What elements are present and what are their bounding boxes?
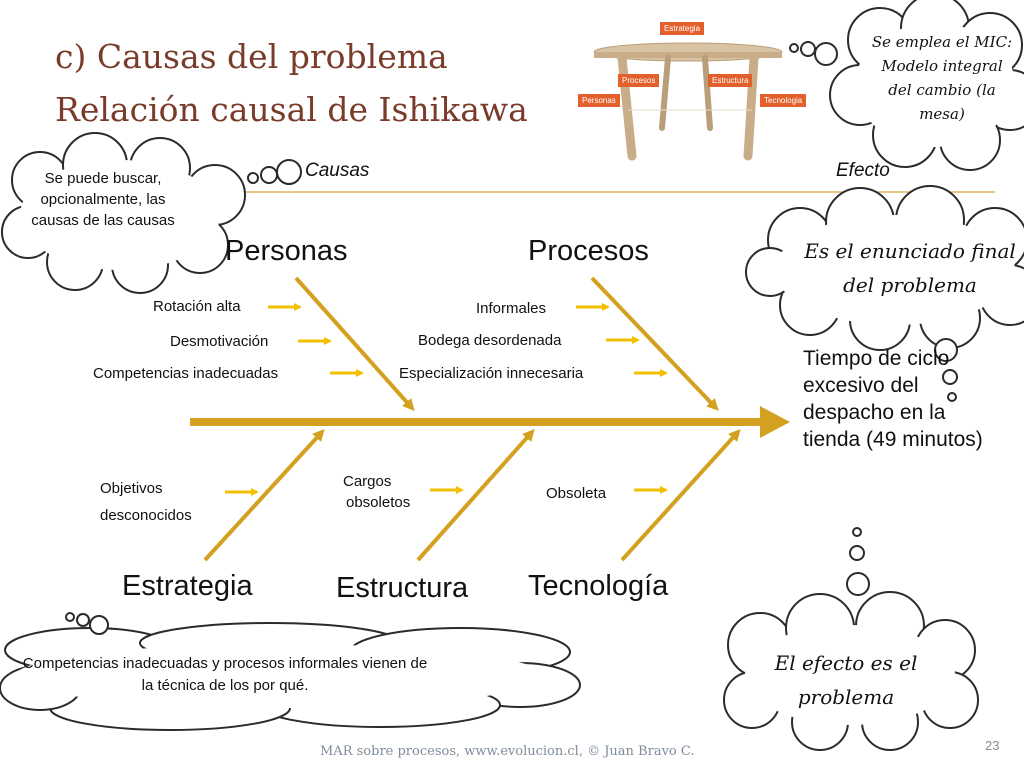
cloud-top-right-text: Se emplea el MIC: Modelo integral del ca… <box>871 33 1013 123</box>
cause-informales: Informales <box>476 300 547 317</box>
header-efecto: Efecto <box>836 160 890 181</box>
cloud-dot <box>934 338 958 362</box>
cloud-dot <box>846 572 870 596</box>
cloud-dot <box>947 392 957 402</box>
cause-desmotivacion: Desmotivación <box>170 333 269 350</box>
cloud-dot <box>800 41 816 57</box>
cloud-left <box>1 132 246 294</box>
table-illustration <box>593 42 783 161</box>
cloud-dot <box>260 166 278 184</box>
cause-especializacion: Especialización innecesaria <box>399 365 584 382</box>
cause-desconocidos: desconocidos <box>100 507 192 524</box>
effect-text: Tiempo de ciclo excesivo del despacho en… <box>803 347 983 451</box>
footer-text: MAR sobre procesos, www.evolucion.cl, © … <box>320 744 695 759</box>
category-tecnologia: Tecnología <box>528 570 669 602</box>
category-estrategia: Estrategia <box>122 570 253 602</box>
cause-bodega: Bodega desordenada <box>418 332 562 349</box>
cloud-right-mid <box>745 185 1024 351</box>
cloud-dot <box>247 172 259 184</box>
cloud-dot <box>789 43 799 53</box>
cause-cargos: Cargos <box>343 473 392 490</box>
tag-tecnologia: Tecnologia <box>760 94 807 107</box>
cause-rotacion-alta: Rotación alta <box>153 298 241 315</box>
category-personas: Personas <box>225 235 348 267</box>
header-causas: Causas <box>305 160 370 181</box>
spine-head <box>760 406 790 438</box>
cloud-top-right <box>829 0 1024 171</box>
cloud-dot <box>76 613 90 627</box>
cloud-left-text: Se puede buscar, opcionalmente, las caus… <box>31 170 175 229</box>
bone-tecnologia <box>620 429 741 562</box>
tag-personas: Personas <box>578 94 620 107</box>
cloud-dot <box>89 615 109 635</box>
cloud-dot <box>942 369 958 385</box>
cloud-dot <box>852 527 862 537</box>
cloud-bottom-left-text: Competencias inadecuadas y procesos info… <box>22 655 428 694</box>
bone-estrategia <box>203 429 325 562</box>
bone-estructura <box>416 429 535 562</box>
bone-procesos <box>590 276 719 411</box>
category-estructura: Estructura <box>336 572 469 604</box>
slide-title-line2: Relación causal de Ishikawa <box>55 90 528 129</box>
tag-estructura: Estructura <box>708 74 753 87</box>
cause-obsoleta: Obsoleta <box>546 485 607 502</box>
cause-competencias: Competencias inadecuadas <box>93 365 279 382</box>
cause-objetivos: Objetivos <box>100 480 163 497</box>
cloud-bottom-left <box>0 622 581 731</box>
category-procesos: Procesos <box>528 235 649 267</box>
cause-obsoletos: obsoletos <box>346 494 411 511</box>
cloud-dot <box>849 545 865 561</box>
bone-personas <box>294 276 415 411</box>
cloud-dot <box>814 42 838 66</box>
cloud-bottom-right <box>723 591 979 751</box>
tag-estrategia: Estrategia <box>660 22 705 35</box>
cloud-bottom-right-text: El efecto es el problema <box>774 651 918 709</box>
tag-procesos: Procesos <box>618 74 660 87</box>
cloud-right-mid-text: Es el enunciado final del problema <box>804 239 1016 297</box>
page-number: 23 <box>985 738 1000 753</box>
cloud-dot <box>65 612 75 622</box>
slide-title-line1: c) Causas del problema <box>55 37 448 76</box>
cloud-dot <box>276 159 302 185</box>
